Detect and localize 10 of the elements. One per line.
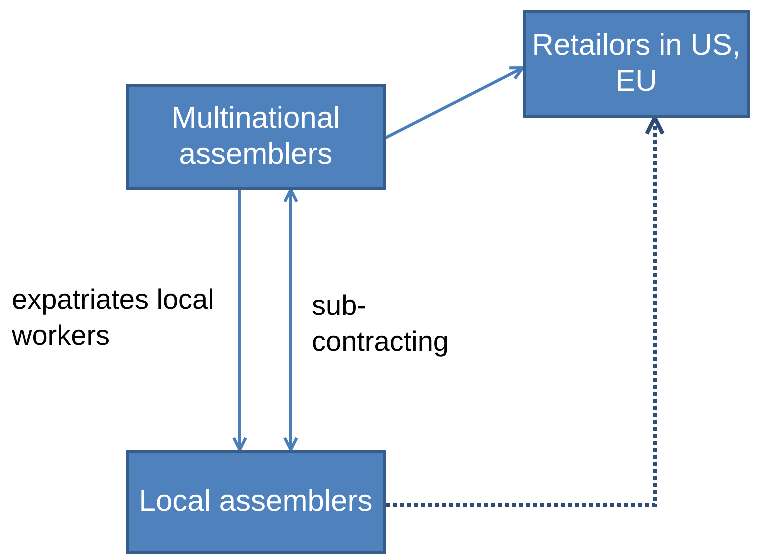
box-label: Local assemblers [139, 484, 373, 520]
process-box [126, 450, 386, 554]
dotted-arrow [386, 116, 665, 507]
arrow [385, 66, 524, 140]
process-box [126, 84, 386, 190]
arrow [232, 190, 248, 452]
process-box [523, 10, 750, 118]
arrow [284, 188, 298, 452]
box-label: Multinational assemblers [170, 101, 342, 173]
box-label: Retailors in US, EU [531, 28, 742, 100]
